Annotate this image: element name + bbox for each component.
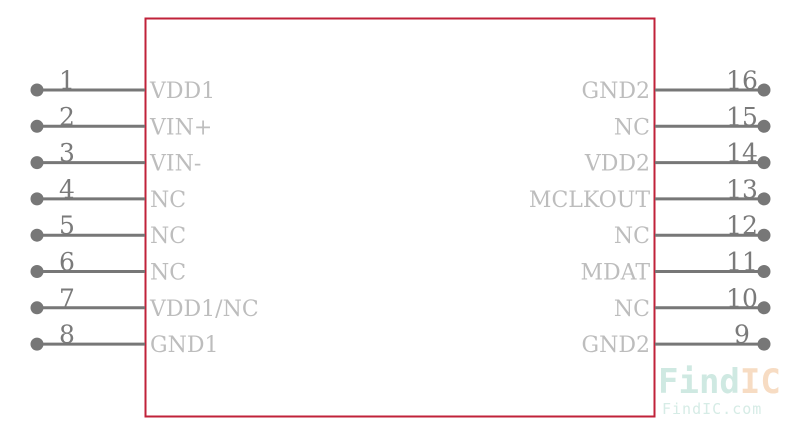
pin-number: 5 bbox=[59, 211, 75, 240]
pin-end-dot bbox=[757, 119, 771, 133]
pin-10: 10 NC bbox=[614, 284, 771, 322]
pin-name: NC bbox=[150, 261, 186, 286]
pin-name: MDAT bbox=[580, 261, 650, 286]
pin-8: 8 GND1 bbox=[30, 320, 218, 358]
pin-number: 15 bbox=[726, 102, 758, 131]
pin-end-dot bbox=[757, 265, 771, 278]
watermark-logo-ic: IC bbox=[740, 362, 781, 402]
pin-end-dot bbox=[30, 301, 44, 315]
pin-number: 3 bbox=[59, 139, 75, 168]
pin-4: 4 NC bbox=[30, 175, 186, 213]
pin-end-dot bbox=[757, 192, 771, 206]
watermark-logo-find: Find bbox=[658, 362, 740, 402]
pin-end-dot bbox=[30, 156, 44, 170]
pin-end-dot bbox=[30, 119, 44, 133]
pin-name: GND2 bbox=[582, 79, 650, 104]
pin-number: 9 bbox=[734, 320, 750, 349]
pin-6: 6 NC bbox=[30, 248, 186, 286]
pin-name: VDD1 bbox=[149, 79, 215, 104]
pin-number: 7 bbox=[59, 284, 75, 313]
pin-name: NC bbox=[150, 188, 186, 213]
pin-number: 13 bbox=[726, 175, 758, 204]
pin-end-dot bbox=[757, 83, 771, 97]
pin-name: VIN+ bbox=[149, 115, 212, 140]
pin-name: VDD1/NC bbox=[149, 297, 259, 322]
pin-end-dot bbox=[30, 83, 44, 97]
pin-end-dot bbox=[757, 301, 771, 315]
pin-number: 8 bbox=[59, 320, 75, 349]
pin-end-dot bbox=[30, 228, 44, 242]
watermark-logo: FindIC bbox=[658, 362, 781, 402]
pin-name: NC bbox=[614, 297, 650, 322]
pin-2: 2 VIN+ bbox=[30, 102, 212, 140]
pin-name: VDD2 bbox=[584, 152, 650, 177]
pin-14: 14 VDD2 bbox=[584, 139, 771, 177]
pin-name: VIN- bbox=[149, 152, 201, 177]
pin-name: MCLKOUT bbox=[529, 188, 650, 213]
pin-end-dot bbox=[757, 156, 771, 170]
pin-end-dot bbox=[757, 337, 771, 351]
pin-end-dot bbox=[30, 337, 44, 351]
pin-16: 16 GND2 bbox=[582, 66, 771, 104]
pin-name: GND1 bbox=[150, 333, 218, 358]
pin-7: 7 VDD1/NC bbox=[30, 284, 259, 322]
pin-number: 6 bbox=[59, 248, 75, 277]
pin-end-dot bbox=[30, 192, 44, 206]
pin-number: 2 bbox=[59, 102, 75, 131]
pin-name: NC bbox=[614, 224, 650, 249]
pin-12: 12 NC bbox=[614, 211, 771, 249]
pin-number: 4 bbox=[59, 175, 75, 204]
pin-name: NC bbox=[614, 115, 650, 140]
findic-watermark: FindIC FindIC.com bbox=[658, 362, 781, 418]
pin-number: 16 bbox=[726, 66, 758, 95]
pin-end-dot bbox=[757, 228, 771, 242]
pin-number: 12 bbox=[726, 211, 758, 240]
pin-name: GND2 bbox=[582, 333, 650, 358]
pin-1: 1 VDD1 bbox=[30, 66, 215, 104]
pin-name: NC bbox=[150, 224, 186, 249]
pin-11: 11 MDAT bbox=[580, 248, 771, 286]
pin-13: 13 MCLKOUT bbox=[529, 175, 771, 213]
pin-end-dot bbox=[30, 265, 44, 278]
pin-number: 10 bbox=[726, 284, 758, 313]
pin-15: 15 NC bbox=[614, 102, 771, 140]
component-body bbox=[144, 17, 656, 418]
pin-number: 11 bbox=[726, 248, 758, 277]
watermark-url: FindIC.com bbox=[662, 400, 762, 418]
pin-number: 1 bbox=[59, 66, 75, 95]
right-pin-group: 16GND215NC14VDD213MCLKOUT12NC11MDAT10NC9… bbox=[529, 66, 771, 358]
pin-5: 5 NC bbox=[30, 211, 186, 249]
pin-3: 3 VIN- bbox=[30, 139, 201, 177]
pin-number: 14 bbox=[726, 139, 758, 168]
pin-9: 9 GND2 bbox=[582, 320, 771, 358]
